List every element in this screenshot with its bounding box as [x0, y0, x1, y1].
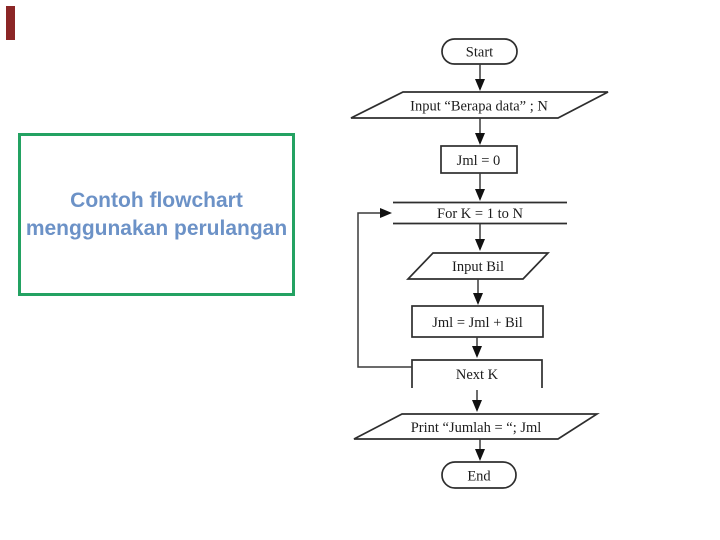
input-n-label: Input “Berapa data” ; N	[410, 99, 548, 115]
next-k-label: Next K	[456, 367, 499, 383]
end-label: End	[467, 469, 491, 485]
init-label: Jml = 0	[457, 153, 501, 169]
end-terminator-shape	[441, 461, 517, 489]
init-process-shape	[440, 145, 518, 174]
title-line-1: Contoh flowchart	[70, 188, 243, 212]
input-bil-io-shape	[406, 252, 550, 280]
input-n-io-shape	[350, 91, 609, 119]
next-k-shape	[411, 359, 543, 388]
slide-accent-bar	[6, 6, 15, 40]
for-loop-label: For K = 1 to N	[437, 206, 523, 222]
print-io-shape	[353, 413, 600, 440]
title-line-2: menggunakan perulangan	[25, 216, 288, 240]
loop-back-arrow	[357, 208, 412, 368]
start-label: Start	[466, 45, 493, 61]
print-label: Print “Jumlah = “; Jml	[411, 420, 542, 436]
input-bil-label: Input Bil	[452, 259, 504, 275]
title-box: Contoh flowchart menggunakan perulangan	[18, 133, 295, 296]
sum-label: Jml = Jml + Bil	[432, 315, 522, 331]
